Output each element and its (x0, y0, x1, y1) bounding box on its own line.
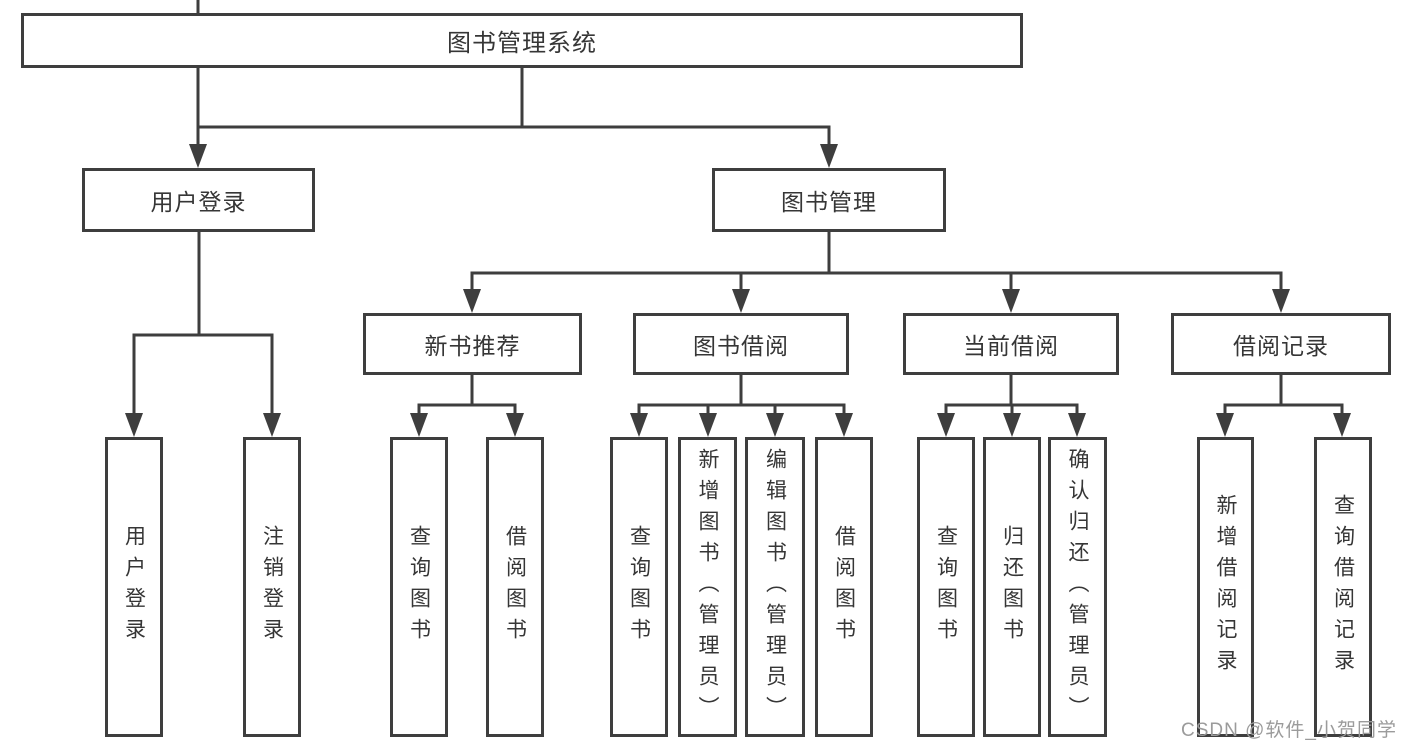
node-book-borrow: 图书借阅 (633, 313, 849, 375)
leaf-return-books: 归还图书 (983, 437, 1041, 737)
node-current-borrow: 当前借阅 (903, 313, 1119, 375)
leaf-query-books-recommend: 查询图书 (390, 437, 448, 737)
node-borrow-records: 借阅记录 (1171, 313, 1391, 375)
node-user-login: 用户登录 (82, 168, 315, 232)
watermark: CSDN @软件_小贺同学 (1181, 720, 1397, 741)
node-new-book-recommend: 新书推荐 (363, 313, 582, 375)
leaf-confirm-return-admin: 确认归还（管理员） (1048, 437, 1107, 737)
leaf-query-borrow-record: 查询借阅记录 (1314, 437, 1372, 737)
leaf-borrow-books-borrow: 借阅图书 (815, 437, 873, 737)
node-root: 图书管理系统 (21, 13, 1023, 68)
node-book-management: 图书管理 (712, 168, 946, 232)
leaf-add-borrow-record: 新增借阅记录 (1197, 437, 1254, 737)
leaf-edit-books-admin: 编辑图书（管理员） (745, 437, 805, 737)
leaf-borrow-books-recommend: 借阅图书 (486, 437, 544, 737)
leaf-query-books-borrow: 查询图书 (610, 437, 668, 737)
leaf-add-books-admin: 新增图书（管理员） (678, 437, 737, 737)
leaf-user-login: 用户登录 (105, 437, 163, 737)
leaf-logout: 注销登录 (243, 437, 301, 737)
leaf-query-books-current: 查询图书 (917, 437, 975, 737)
